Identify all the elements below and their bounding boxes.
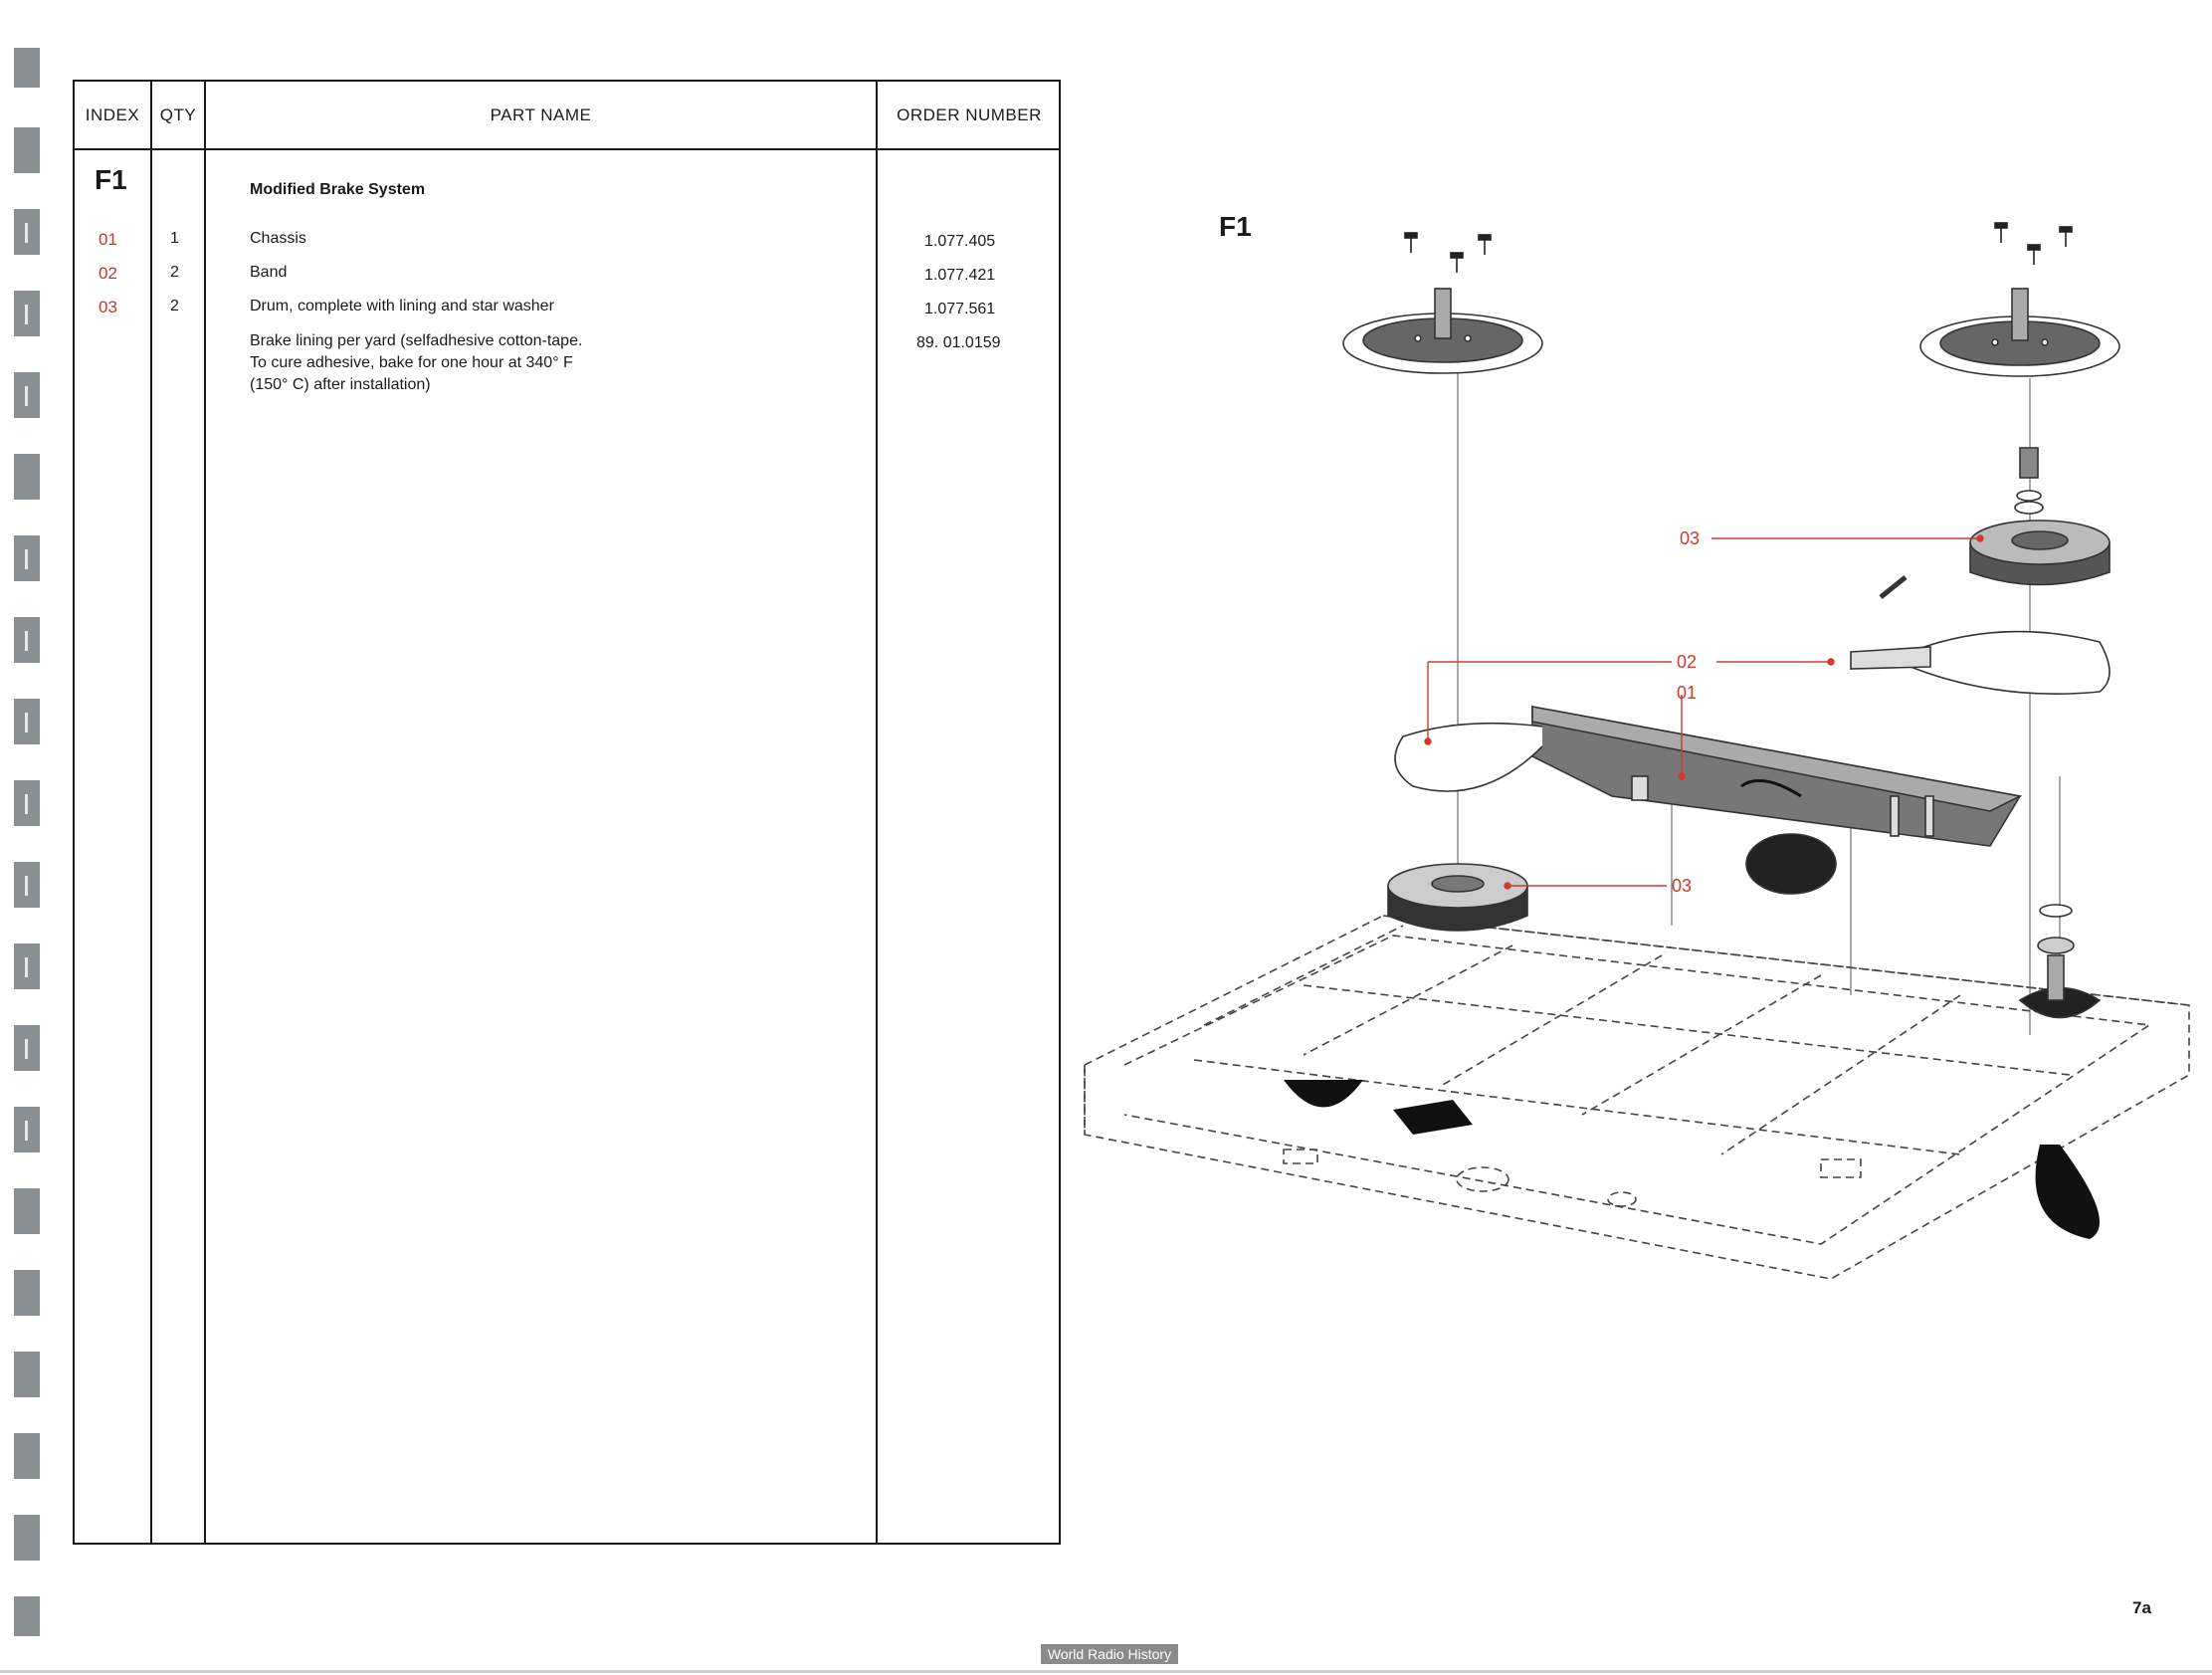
binder-tab	[14, 1596, 40, 1636]
callout-chassis: 01	[1677, 683, 1697, 703]
brake-band-left	[1394, 722, 1543, 792]
binder-tab	[14, 780, 40, 826]
note-line: (150° C) after installation)	[250, 376, 431, 393]
binder-tab	[14, 943, 40, 989]
row-part-name: Drum, complete with lining and star wash…	[250, 298, 554, 314]
binder-tab	[14, 1352, 40, 1397]
binder-tab	[14, 209, 40, 255]
reel-table-left	[1342, 288, 1543, 374]
page-number: 7a	[2132, 1598, 2151, 1617]
brake-band-right	[1910, 630, 2111, 696]
binder-tab	[14, 291, 40, 336]
group-code: F1	[95, 164, 127, 195]
note-line: Brake lining per yard (selfadhesive cott…	[250, 332, 583, 349]
motor	[1745, 833, 1837, 895]
header-part-name: PART NAME	[490, 105, 592, 124]
binder-tab	[14, 127, 40, 173]
band-lever	[1850, 646, 1931, 670]
row-qty: 2	[170, 264, 179, 281]
row-order-number: 1.077.561	[924, 301, 996, 317]
screw-icon	[1404, 222, 2073, 273]
binder-tab	[14, 1433, 40, 1479]
base-shadow	[1284, 1080, 1363, 1108]
binder-tab	[14, 372, 40, 418]
row-order-number: 1.077.421	[924, 267, 996, 284]
note-line: To cure adhesive, bake for one hour at 3…	[250, 354, 573, 371]
binder-tab	[14, 862, 40, 908]
binder-tab	[14, 617, 40, 663]
row-qty: 1	[170, 230, 179, 247]
callout-drum-upper: 03	[1680, 528, 1700, 548]
binder-tab	[14, 699, 40, 744]
spindle-right	[2018, 904, 2102, 1019]
row-part-name: Chassis	[250, 230, 306, 247]
binder-tab	[14, 1270, 40, 1316]
motor-shadow	[2035, 1145, 2100, 1239]
header-order-number: ORDER NUMBER	[897, 105, 1042, 124]
row-part-name: Band	[250, 264, 288, 281]
exploded-view-diagram: 03 02 01 03	[1084, 222, 2190, 1280]
row-qty: 2	[170, 298, 179, 314]
drum-lower	[1387, 863, 1528, 932]
chassis-plate	[1531, 706, 2023, 847]
spring	[1879, 575, 1908, 599]
binder-tab	[14, 535, 40, 581]
group-title: Modified Brake System	[250, 181, 426, 198]
binder-tab	[14, 1107, 40, 1152]
base-frame	[1084, 915, 2190, 1280]
binder-tab	[14, 1188, 40, 1234]
parts-table: INDEX QTY PART NAME ORDER NUMBER F1 Modi…	[73, 80, 1061, 1545]
binder-tab	[14, 1025, 40, 1071]
binder-tab	[14, 1515, 40, 1561]
row-order-number: 1.077.405	[924, 233, 996, 250]
callout-drum-lower: 03	[1672, 876, 1692, 896]
figure-label: F1	[1219, 211, 1252, 242]
row-index: 03	[99, 298, 117, 316]
base-shadow	[1393, 1100, 1473, 1135]
watermark: World Radio History	[1041, 1644, 1178, 1664]
row-index: 02	[99, 264, 117, 283]
binder-tab	[14, 48, 40, 88]
header-index: INDEX	[85, 105, 140, 124]
reel-table-right	[1919, 288, 2120, 377]
row-order-number: 89. 01.0159	[916, 334, 1001, 351]
header-qty: QTY	[159, 105, 197, 124]
binder-tab	[14, 454, 40, 500]
bottom-rule	[0, 1670, 2212, 1673]
callout-band: 02	[1677, 652, 1697, 672]
drum-upper	[1969, 447, 2111, 586]
row-index: 01	[99, 230, 117, 249]
